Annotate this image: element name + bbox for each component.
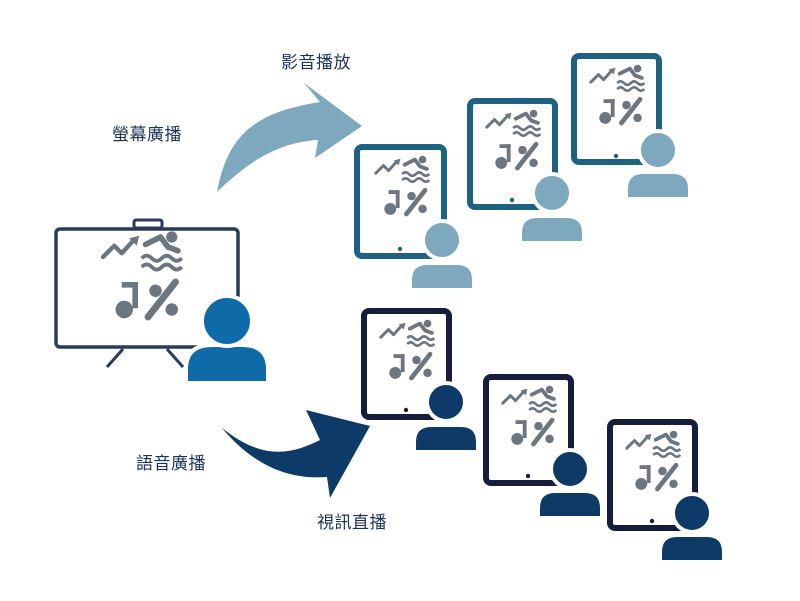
receiver-tablet-top-1 — [354, 144, 476, 292]
bottom-person-icon — [412, 381, 480, 454]
bottom-person-icon — [536, 448, 604, 520]
receiver-tablet-bottom-3 — [607, 419, 726, 564]
board-leg-left — [105, 348, 125, 368]
voice-broadcast-arrow — [222, 410, 370, 498]
receiver-tablet-top-3 — [571, 53, 692, 201]
receiver-tablet-top-2 — [467, 98, 586, 245]
tablet-home-dot — [525, 473, 531, 479]
label-video-live: 視訊直播 — [317, 513, 387, 533]
tablet-home-dot — [613, 153, 619, 159]
board-webcam — [132, 218, 164, 230]
presenter-person-icon — [184, 294, 270, 385]
label-voice-broadcast: 語音廣播 — [136, 454, 206, 474]
presenter-board — [54, 218, 240, 368]
receiver-tablet-bottom-1 — [361, 308, 480, 454]
screen-broadcast-arrow — [217, 83, 362, 192]
tablet-home-dot — [397, 246, 403, 252]
top-person-icon — [408, 219, 476, 292]
tablet-home-dot — [649, 518, 655, 524]
receiver-tablet-bottom-2 — [483, 374, 604, 520]
label-media-playback: 影音播放 — [281, 53, 351, 73]
top-person-icon — [624, 129, 692, 201]
label-screen-broadcast: 螢幕廣播 — [112, 125, 182, 145]
bottom-person-icon — [658, 492, 726, 564]
tablet-home-dot — [509, 197, 515, 203]
top-person-icon — [518, 172, 586, 245]
board-leg-right — [165, 348, 185, 368]
tablet-home-dot — [403, 407, 409, 413]
